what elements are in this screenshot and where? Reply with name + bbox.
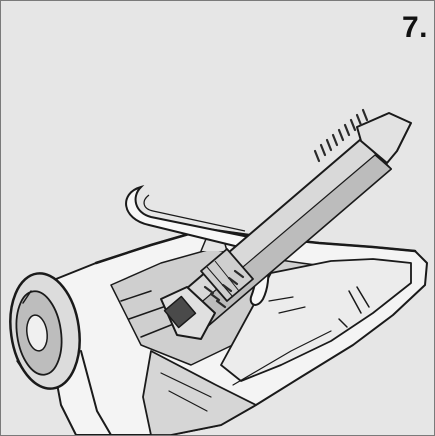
- step-number: 7.: [401, 11, 428, 44]
- brushroll: [160, 112, 412, 340]
- bristles: [203, 108, 369, 309]
